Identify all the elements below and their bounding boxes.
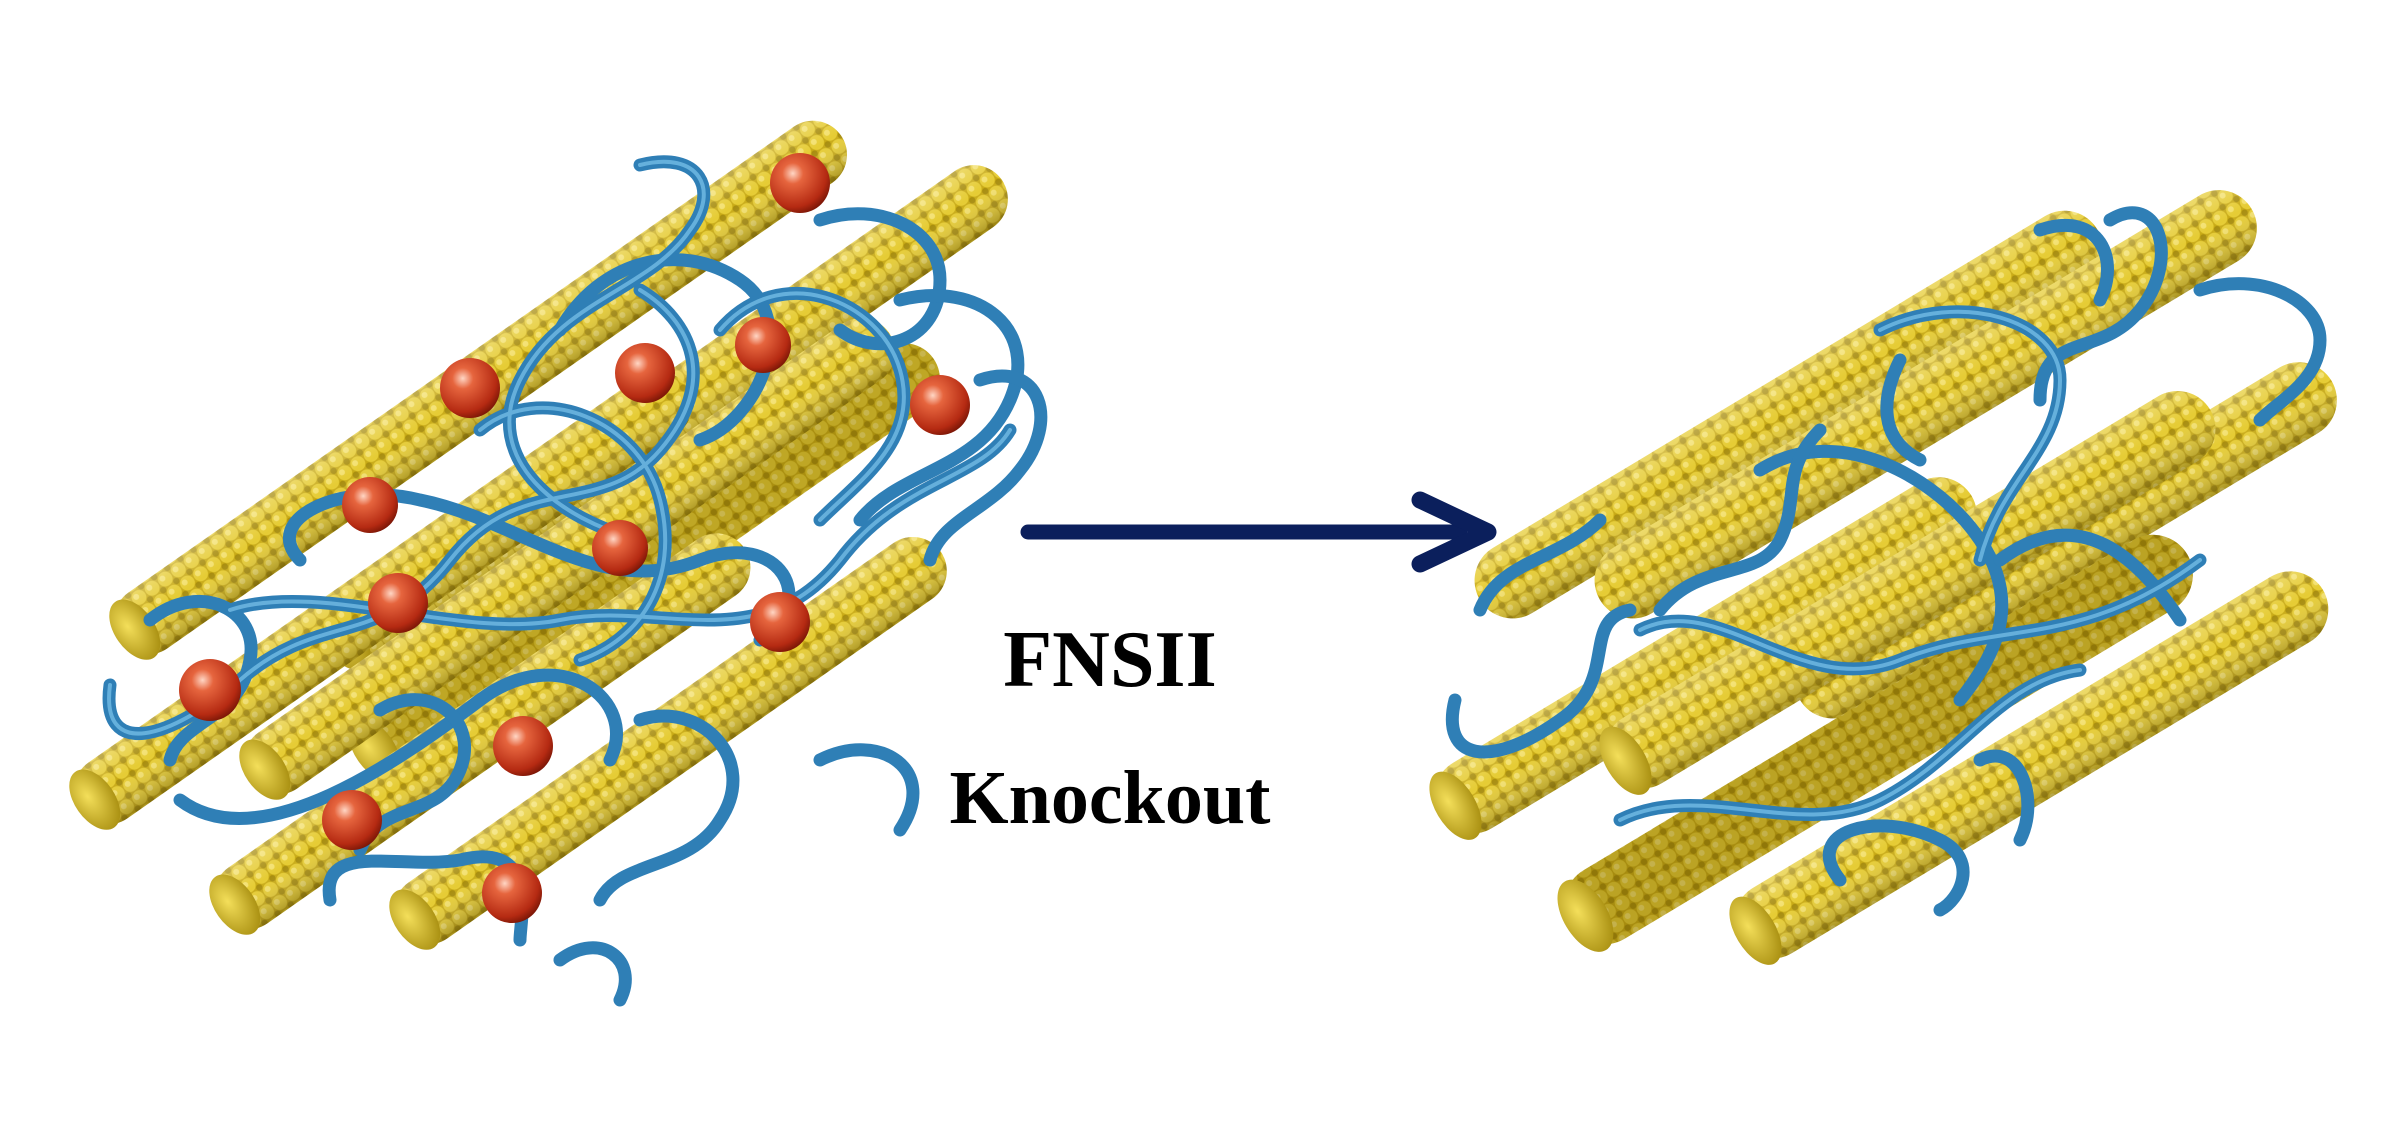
- red-bead: [493, 716, 553, 776]
- fiber: [389, 536, 947, 950]
- red-bead: [322, 790, 382, 850]
- fiber: [1429, 477, 1977, 840]
- fiber: [1594, 190, 2257, 619]
- fiber-bundle-before: [69, 120, 1048, 1007]
- red-bead: [342, 477, 398, 533]
- fiber: [1729, 571, 2329, 965]
- caption-fnsii: FNSII: [1003, 616, 1217, 704]
- fiber: [1599, 391, 2216, 795]
- fiber-bundle-after: [1429, 190, 2337, 965]
- arrow-right-icon: [1020, 491, 1497, 573]
- red-bead: [770, 153, 830, 213]
- red-beads: [179, 153, 970, 923]
- fiber: [1557, 534, 2193, 952]
- polymer-chains: [102, 155, 1048, 1007]
- red-bead: [368, 573, 428, 633]
- caption-knockout: Knockout: [949, 756, 1271, 840]
- red-bead: [179, 659, 241, 721]
- polymer-chains: [1445, 206, 2327, 917]
- red-bead: [615, 343, 675, 403]
- red-bead: [910, 375, 970, 435]
- red-bead: [592, 520, 648, 576]
- red-bead: [750, 592, 810, 652]
- red-bead: [482, 863, 542, 923]
- red-bead: [440, 358, 500, 418]
- red-bead: [735, 317, 791, 373]
